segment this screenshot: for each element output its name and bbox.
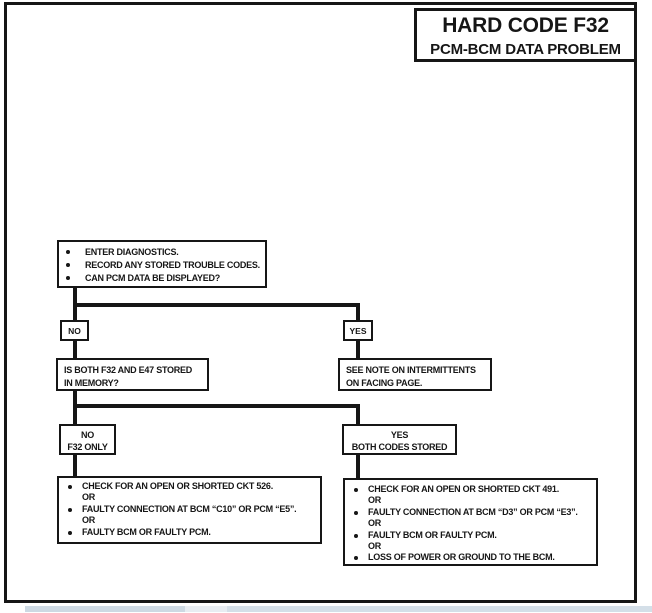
note-line1: SEE NOTE ON INTERMITTENTS: [346, 365, 476, 375]
list-row: LOSS OF POWER OR GROUND TO THE BCM.: [345, 552, 596, 563]
list-text: OR: [82, 492, 95, 503]
connector-start-down: [73, 286, 77, 307]
list-text: OR: [82, 515, 95, 526]
list-text: LOSS OF POWER OR GROUND TO THE BCM.: [368, 552, 555, 563]
bullet-icon: [345, 484, 368, 495]
scan-artifact-strip: [25, 606, 185, 612]
question-line2: IN MEMORY?: [64, 378, 119, 388]
bullet-icon: [59, 272, 85, 285]
list-row: CHECK FOR AN OPEN OR SHORTED CKT 491.: [345, 484, 596, 495]
list-text: FAULTY BCM OR FAULTY PCM.: [368, 529, 497, 540]
list-text: ENTER DIAGNOSTICS.: [85, 247, 179, 257]
page-border: [4, 2, 637, 603]
connector-branch1-no-drop: [73, 303, 77, 322]
connector-branch2-yes-drop: [356, 404, 360, 425]
bullet-spacer: [59, 515, 82, 526]
bullet-icon: [59, 504, 82, 515]
bullet-spacer: [345, 495, 368, 506]
branch1-yes-label: YES: [349, 325, 367, 336]
list-row: FAULTY CONNECTION AT BCM “C10” OR PCM “E…: [59, 504, 320, 515]
start-step-box: ENTER DIAGNOSTICS. RECORD ANY STORED TROU…: [57, 240, 267, 288]
list-row: FAULTY BCM OR FAULTY PCM.: [345, 530, 596, 541]
list-text: CHECK FOR AN OPEN OR SHORTED CKT 491.: [368, 484, 559, 494]
note-box: SEE NOTE ON INTERMITTENTS ON FACING PAGE…: [338, 358, 492, 391]
connector-branch1-yes-drop: [356, 303, 360, 322]
connector-question-down: [73, 389, 77, 408]
branch2-no-line2: F32 ONLY: [67, 442, 108, 452]
connector-yes-to-result: [356, 453, 360, 479]
list-text: FAULTY BCM OR FAULTY PCM.: [82, 526, 211, 537]
question-line1: IS BOTH F32 AND E47 STORED: [64, 365, 193, 375]
list-row: RECORD ANY STORED TROUBLE CODES.: [59, 259, 265, 272]
list-row: ENTER DIAGNOSTICS.: [59, 246, 265, 259]
list-row: OR: [59, 492, 320, 503]
branch1-yes-box: YES: [343, 320, 373, 341]
branch1-no-label: NO: [68, 325, 81, 336]
list-text: CHECK FOR AN OPEN OR SHORTED CKT 526.: [82, 481, 273, 491]
connector-branch2-no-drop: [73, 404, 77, 425]
bullet-spacer: [345, 541, 368, 552]
connector-yes-to-note: [356, 339, 360, 359]
bullet-icon: [59, 527, 82, 538]
branch2-no-line1: NO: [81, 430, 94, 440]
branch1-no-box: NO: [60, 320, 89, 341]
connector-branch2-horizontal: [73, 404, 360, 408]
branch2-yes-line1: YES: [390, 430, 409, 440]
list-text: FAULTY CONNECTION AT BCM “D3” OR PCM “E3…: [368, 506, 578, 517]
bullet-icon: [59, 481, 82, 492]
list-row: CHECK FOR AN OPEN OR SHORTED CKT 526.: [59, 481, 320, 492]
question-box: IS BOTH F32 AND E47 STORED IN MEMORY?: [56, 358, 209, 391]
branch2-yes-box: YES BOTH CODES STORED: [342, 424, 457, 455]
list-text: FAULTY CONNECTION AT BCM “C10” OR PCM “E…: [82, 503, 297, 514]
list-row: OR: [59, 515, 320, 526]
connector-no-to-result: [73, 453, 77, 477]
list-row: CAN PCM DATA BE DISPLAYED?: [59, 272, 265, 285]
page-title: HARD CODE F32: [442, 14, 609, 37]
branch2-yes-line2: BOTH CODES STORED: [351, 442, 448, 452]
list-row: OR: [345, 495, 596, 506]
connector-no-to-question: [73, 339, 77, 359]
bullet-icon: [59, 259, 85, 272]
list-text: RECORD ANY STORED TROUBLE CODES.: [85, 260, 260, 270]
connector-branch1-horizontal: [73, 303, 360, 307]
bullet-icon: [345, 530, 368, 541]
list-row: OR: [345, 518, 596, 529]
list-text: OR: [368, 541, 381, 552]
scan-artifact-strip: [227, 606, 652, 612]
list-text: CAN PCM DATA BE DISPLAYED?: [85, 273, 221, 283]
page-subtitle: PCM-BCM DATA PROBLEM: [430, 41, 621, 58]
bullet-icon: [345, 507, 368, 518]
branch2-no-box: NO F32 ONLY: [59, 424, 116, 455]
list-row: FAULTY BCM OR FAULTY PCM.: [59, 527, 320, 538]
bullet-icon: [345, 552, 368, 563]
list-row: OR: [345, 541, 596, 552]
note-line2: ON FACING PAGE.: [346, 378, 423, 388]
bullet-spacer: [345, 518, 368, 529]
list-text: OR: [368, 518, 381, 529]
list-row: FAULTY CONNECTION AT BCM “D3” OR PCM “E3…: [345, 507, 596, 518]
scan-artifact-strip: [185, 606, 227, 612]
title-box: HARD CODE F32 PCM-BCM DATA PROBLEM: [414, 8, 637, 62]
bullet-spacer: [59, 492, 82, 503]
bullet-icon: [59, 246, 85, 259]
list-text: OR: [368, 495, 381, 506]
